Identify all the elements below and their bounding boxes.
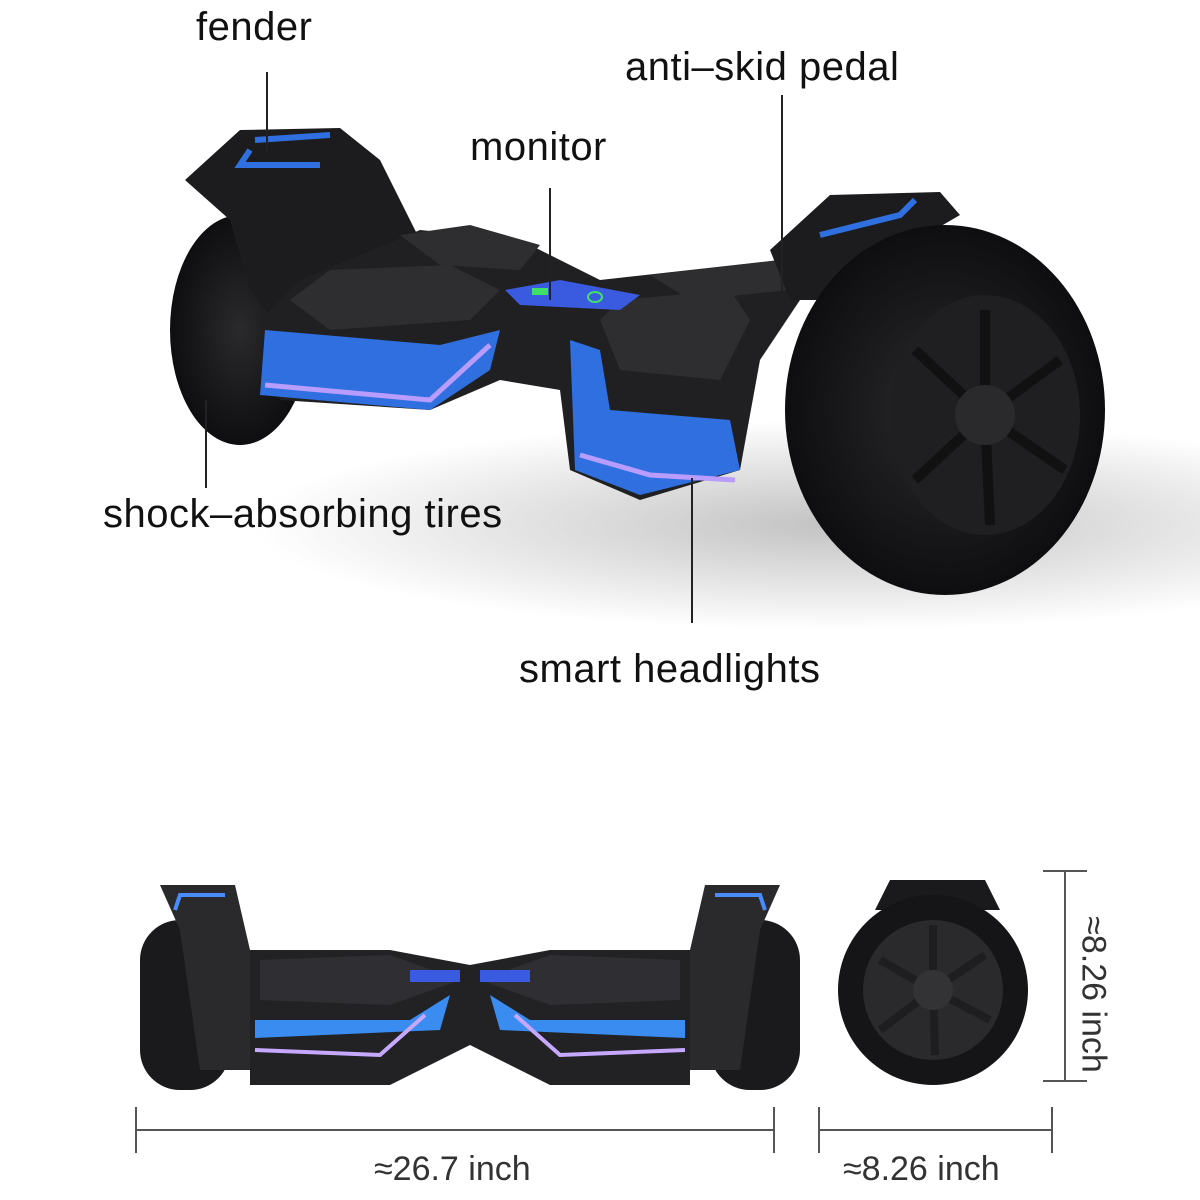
dim-width-tick-right: [1051, 1107, 1053, 1153]
hoverboard-main-image: [170, 128, 1105, 595]
dim-width-label: ≈8.26 inch: [843, 1150, 1000, 1188]
leader-smart-headlights: [691, 478, 693, 623]
callout-shock-absorbing-tires: shock–absorbing tires: [103, 492, 503, 536]
leader-shock-absorbing-tires: [205, 400, 207, 488]
hoverboard-front-view-image: [140, 885, 800, 1090]
dim-height-line: [1064, 870, 1066, 1082]
leader-anti-skid-pedal: [781, 95, 783, 290]
dim-width-line: [818, 1129, 1053, 1131]
dim-height-label: ≈8.26 inch: [1074, 916, 1113, 1073]
hoverboard-side-view-image: [838, 880, 1028, 1085]
callout-smart-headlights: smart headlights: [519, 647, 821, 691]
dim-length-line: [135, 1129, 775, 1131]
callout-monitor: monitor: [470, 125, 607, 169]
callout-fender: fender: [196, 5, 313, 49]
leader-fender: [266, 72, 268, 152]
dim-height-tick-bottom: [1043, 1080, 1087, 1082]
leader-monitor: [549, 188, 551, 300]
dim-length-label: ≈26.7 inch: [374, 1150, 531, 1188]
callout-anti-skid-pedal: anti–skid pedal: [625, 45, 900, 89]
dim-length-tick-right: [773, 1107, 775, 1153]
